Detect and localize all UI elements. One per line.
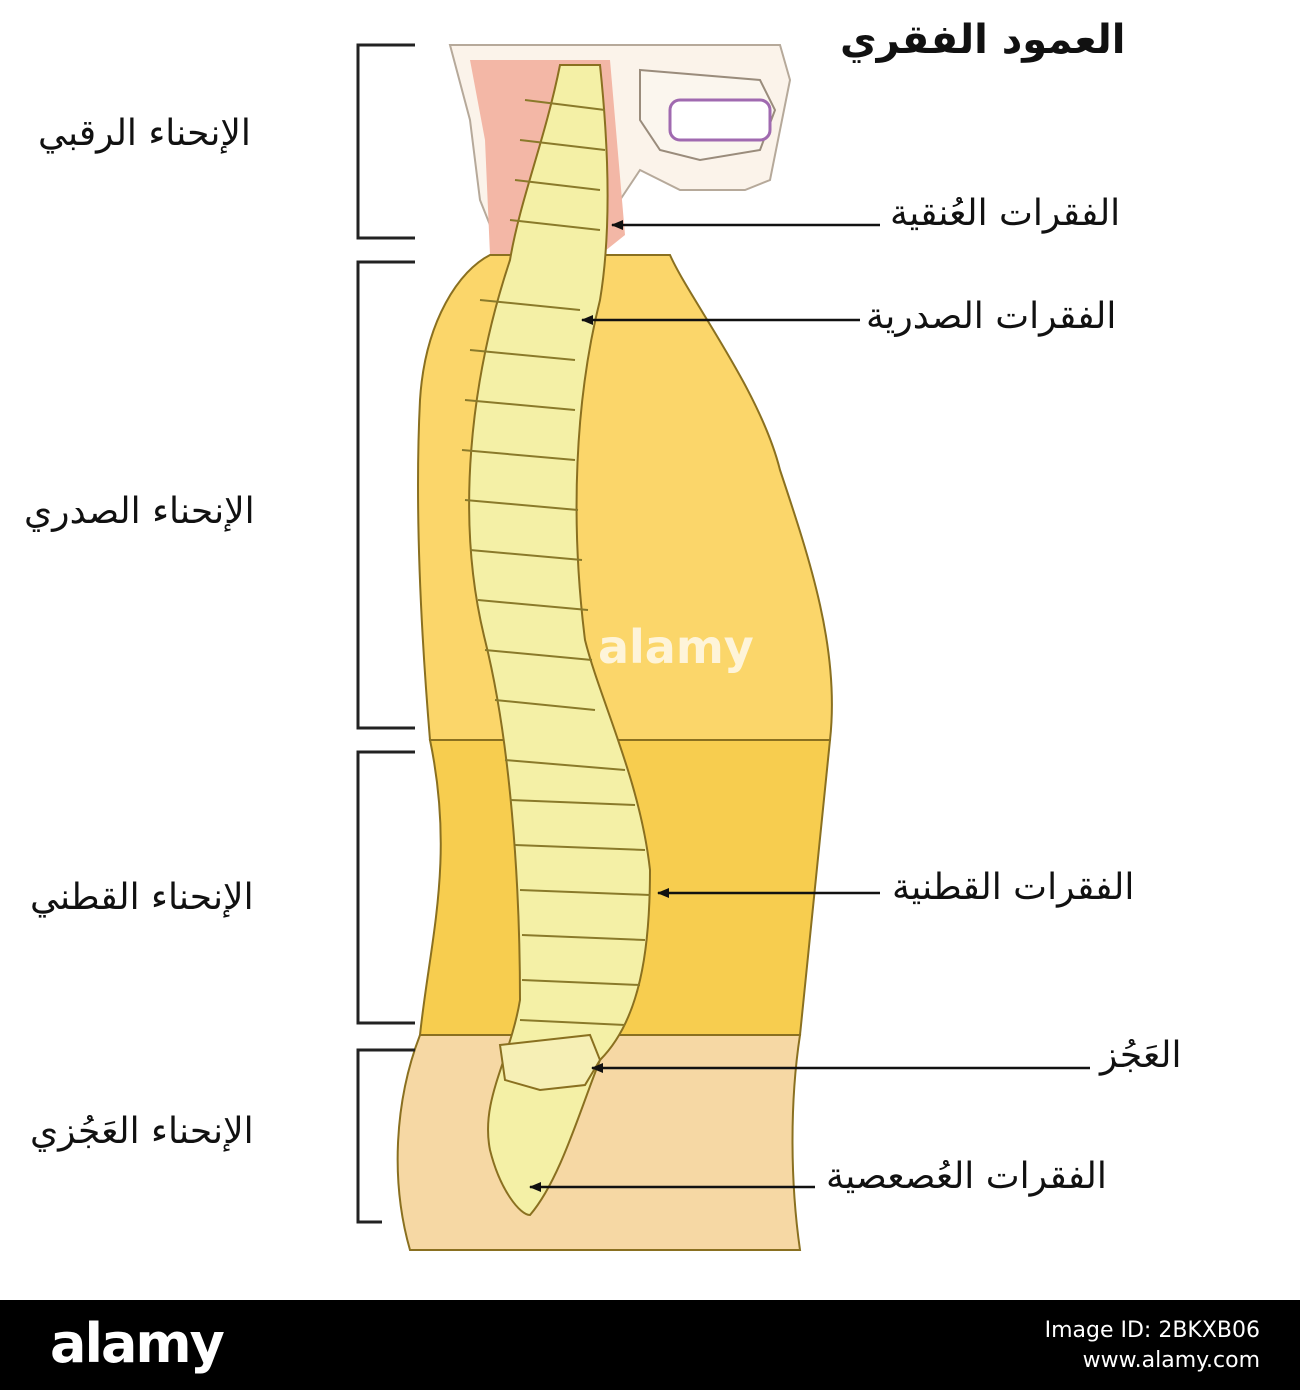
footer-bar: alamy Image ID: 2BKXB06 www.alamy.com [0, 1300, 1300, 1390]
vertebrae-coccygeal-label: الفقرات العُصعصية [826, 1156, 1107, 1197]
vertebrae-lumbar-label: الفقرات القطنية [892, 867, 1135, 908]
vertebrae-thoracic-label: الفقرات الصدرية [866, 296, 1117, 337]
image-id: Image ID: 2BKXB06 [1044, 1318, 1260, 1343]
bracket-cervical [356, 43, 415, 240]
brand-logo: alamy [50, 1312, 225, 1375]
spinal-column [468, 64, 652, 1217]
bracket-thoracic [356, 260, 415, 730]
vertebrae-cervical-label: الفقرات العُنقية [890, 193, 1121, 234]
site-url[interactable]: www.alamy.com [1082, 1348, 1260, 1373]
spine-diagram: العمود الفقري الإنحناء الرقبي الإنحناء ا… [24, 17, 1182, 1251]
image-id-block: Image ID: 2BKXB06 www.alamy.com [1045, 1316, 1260, 1376]
curvature-sacral-label: الإنحناء العَجُزي [30, 1111, 254, 1152]
sacrum-label: العَجُز [1100, 1035, 1182, 1076]
spine-illustration [356, 43, 1090, 1251]
diagram-title: العمود الفقري [840, 17, 1126, 63]
bracket-lumbar [356, 750, 415, 1025]
watermark: alamy [598, 620, 754, 674]
curvature-cervical-label: الإنحناء الرقبي [38, 113, 251, 154]
sacrum [498, 1033, 602, 1092]
bracket-sacral [356, 1048, 415, 1224]
curvature-lumbar-label: الإنحناء القطني [30, 877, 254, 918]
curvature-thoracic-label: الإنحناء الصدري [24, 491, 255, 532]
teeth [668, 98, 772, 142]
vertebra-lines [461, 99, 651, 1026]
